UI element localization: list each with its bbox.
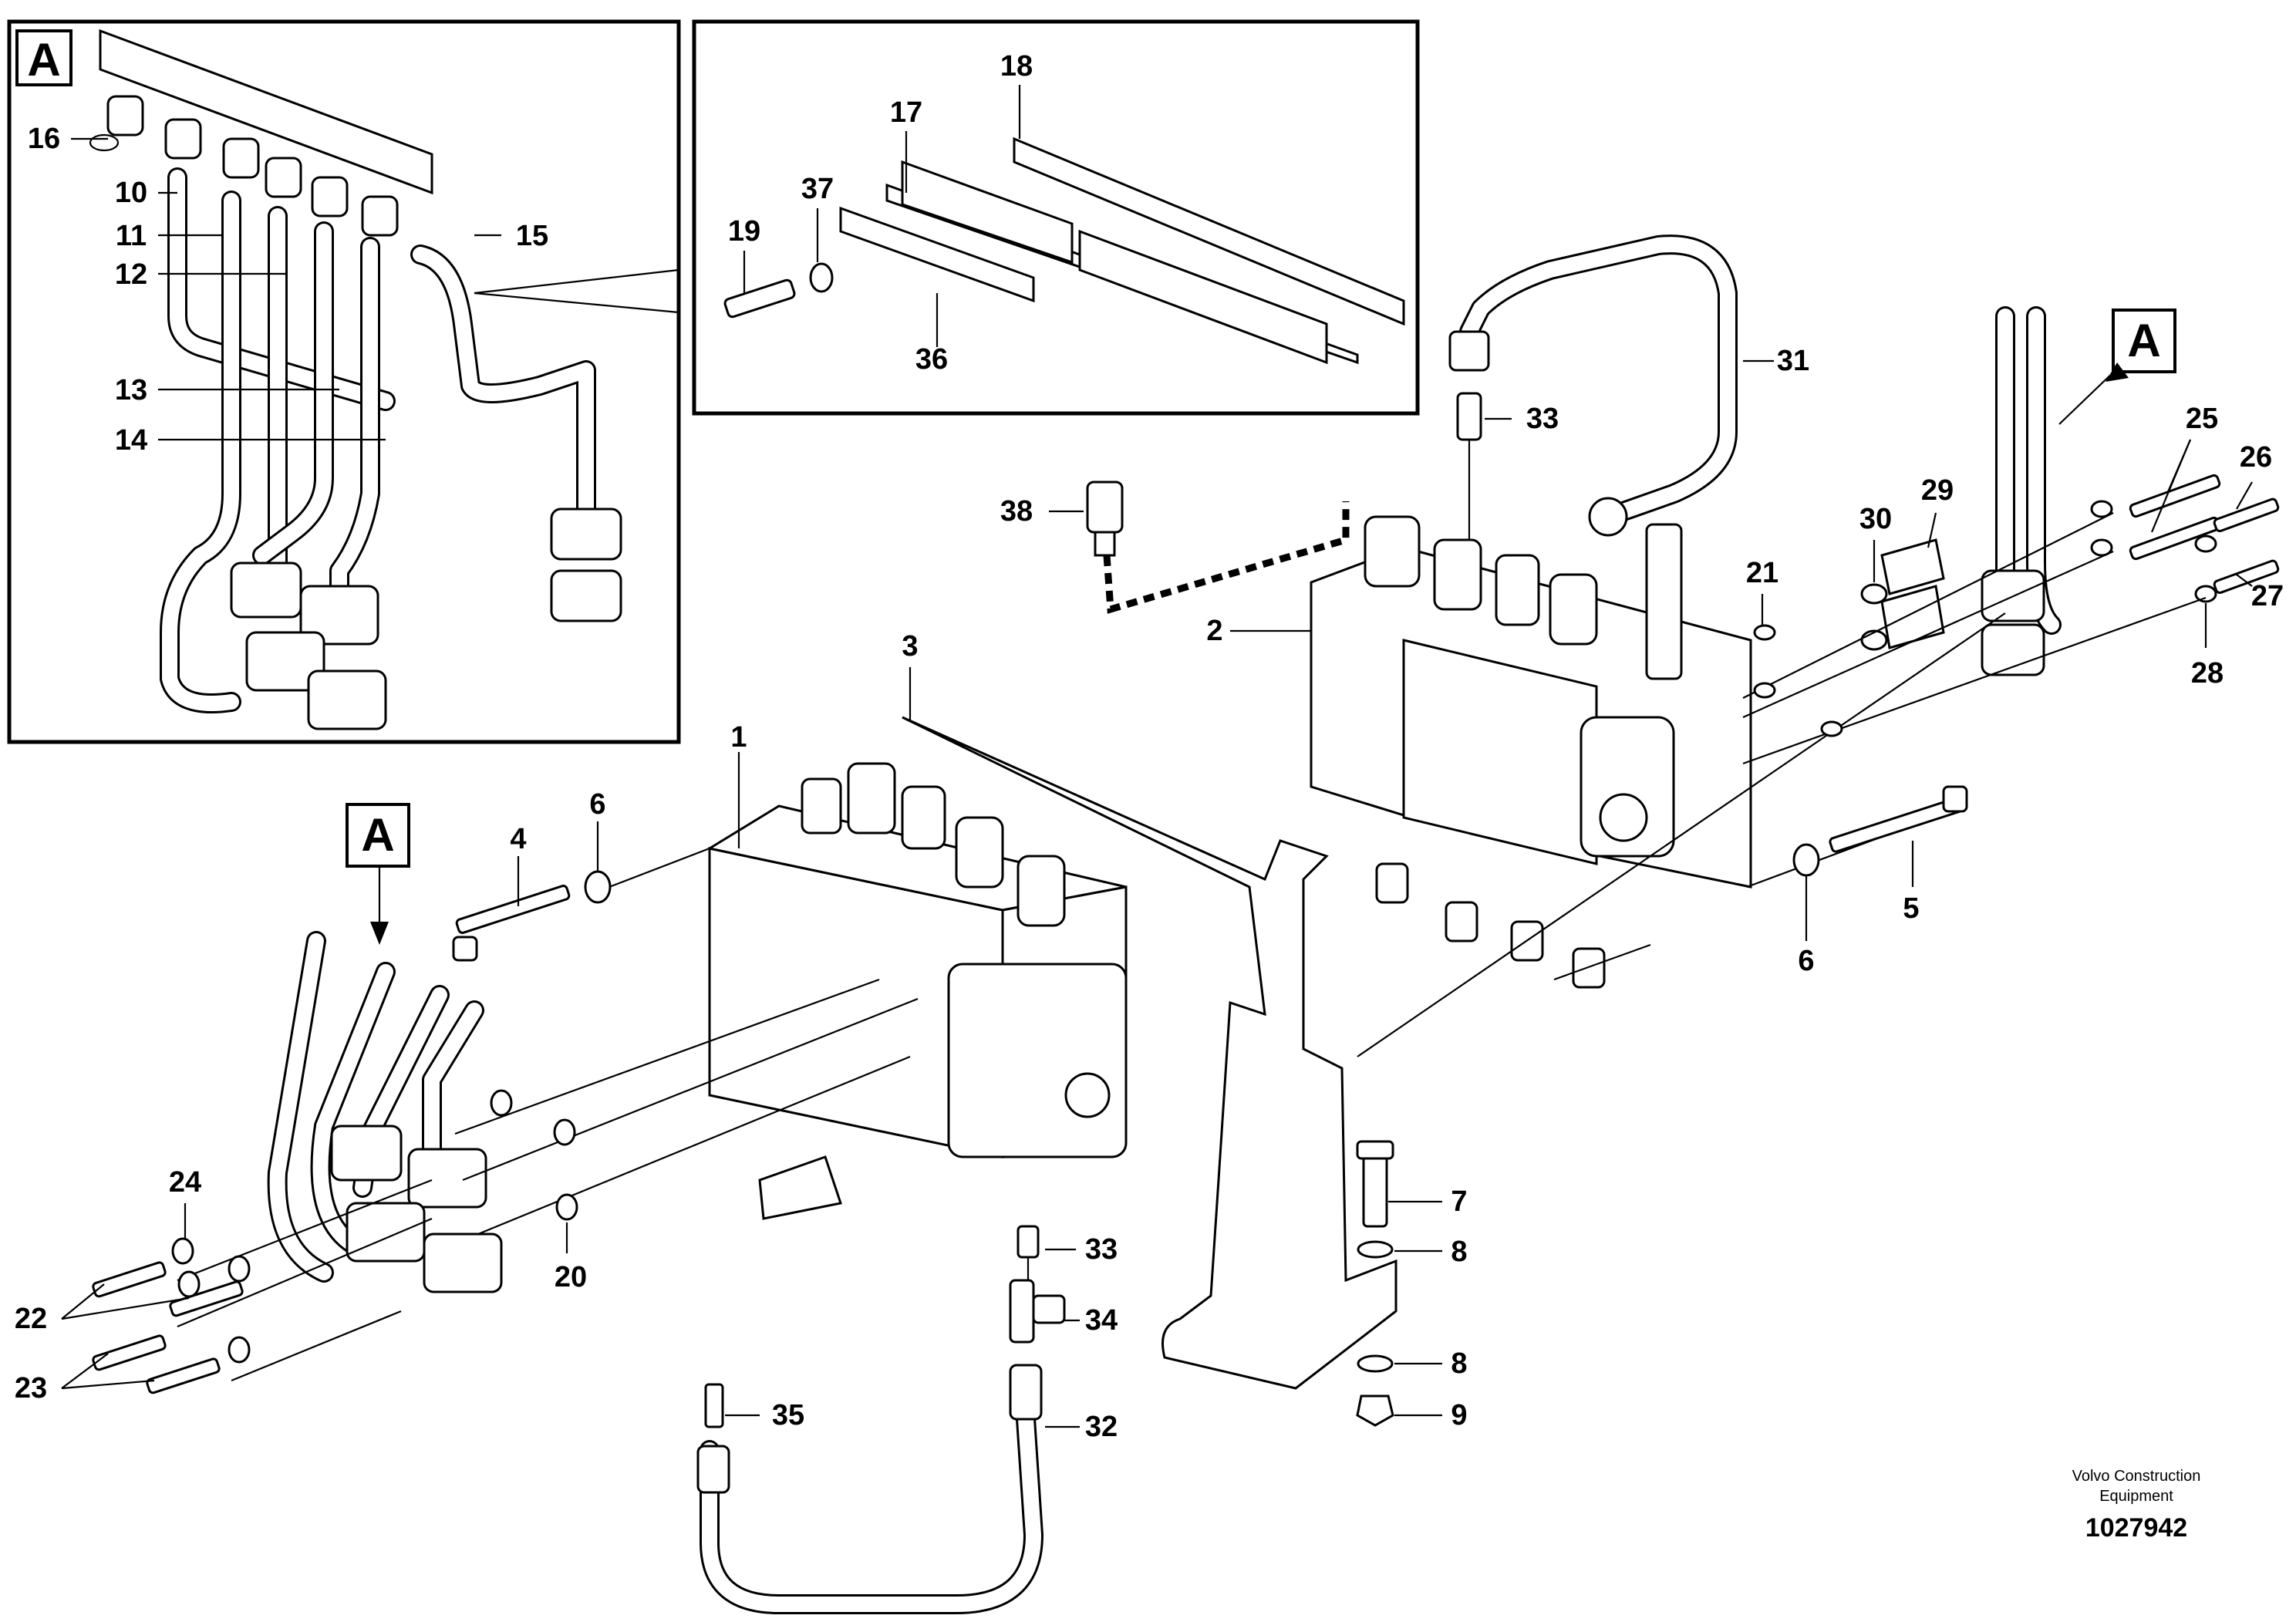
label-8-lower: 8: [1451, 1347, 1467, 1380]
label-33-top: 33: [1526, 403, 1559, 435]
label-18: 18: [1000, 50, 1033, 83]
label-11: 11: [116, 220, 147, 252]
label-15: 15: [516, 220, 548, 252]
label-37: 37: [801, 173, 834, 205]
label-32: 32: [1085, 1411, 1118, 1443]
bolt-4: 4 6: [452, 788, 710, 962]
label-36: 36: [915, 343, 948, 376]
label-7: 7: [1451, 1185, 1467, 1218]
label-16: 16: [28, 123, 60, 155]
label-9: 9: [1451, 1399, 1467, 1431]
label-22: 22: [15, 1303, 47, 1335]
label-6-right: 6: [1798, 945, 1814, 977]
valve-1-caps: [801, 762, 1066, 927]
valve-2-caps: [1364, 515, 1683, 680]
label-38: 38: [1000, 495, 1033, 528]
label-23: 23: [15, 1372, 47, 1404]
label-3: 3: [902, 630, 918, 663]
valve-2-bottom-plugs: [1375, 862, 1606, 989]
label-24: 24: [169, 1166, 201, 1199]
label-8-upper: 8: [1451, 1236, 1467, 1268]
label-1: 1: [730, 721, 747, 754]
label-27: 27: [2251, 580, 2284, 612]
mount-hardware: 7 8 8 9: [1356, 1140, 1468, 1431]
label-13: 13: [115, 374, 147, 406]
label-10: 10: [115, 177, 147, 209]
company-name-line1: Volvo Construction: [2072, 1468, 2201, 1485]
right-flange-group: A: [1357, 306, 2284, 1057]
clamp-detail-panel: 18 17 37 19 36: [692, 19, 1420, 416]
label-31: 31: [1777, 345, 1809, 377]
detail-a-marker: A: [27, 34, 60, 86]
label-25: 25: [2186, 403, 2218, 435]
label-4: 4: [510, 823, 526, 855]
hose-31: 31 33: [1448, 234, 1809, 540]
callout-a-left: A: [361, 809, 394, 861]
label-14: 14: [115, 424, 147, 457]
callout-a-right: A: [2127, 315, 2160, 366]
manifold-ports: [106, 95, 399, 237]
label-28: 28: [2191, 657, 2224, 690]
label-33-bottom: 33: [1085, 1233, 1118, 1266]
control-valve-2: 2: [1206, 515, 1752, 989]
title-block: Volvo Construction Equipment 1027942: [2072, 1468, 2201, 1543]
label-2: 2: [1206, 615, 1222, 647]
label-6-left: 6: [589, 788, 605, 821]
label-12: 12: [115, 258, 147, 291]
label-26: 26: [2240, 441, 2272, 474]
label-34: 34: [1085, 1304, 1118, 1337]
control-valve-1: 1: [706, 721, 1128, 1220]
label-5: 5: [1903, 892, 1919, 925]
mounting-plate-3: 3: [902, 630, 1397, 1390]
company-name-line2: Equipment: [2099, 1488, 2173, 1505]
label-21: 21: [1746, 557, 1778, 589]
label-29: 29: [1921, 474, 1954, 507]
left-flange-group: A: [15, 803, 919, 1404]
sensor-38: 38: [1000, 481, 1350, 614]
detail-flanges: [230, 508, 622, 730]
lower-fittings: 33 34 32 35: [696, 1225, 1118, 1614]
label-20: 20: [555, 1261, 587, 1293]
label-19: 19: [728, 215, 760, 248]
label-35: 35: [772, 1399, 804, 1431]
bolt-5: 5 6: [1792, 785, 1968, 977]
label-17: 17: [890, 96, 922, 129]
detail-panel-a: A: [7, 19, 681, 744]
label-30: 30: [1859, 503, 1892, 535]
drawing-number: 1027942: [2085, 1513, 2187, 1543]
